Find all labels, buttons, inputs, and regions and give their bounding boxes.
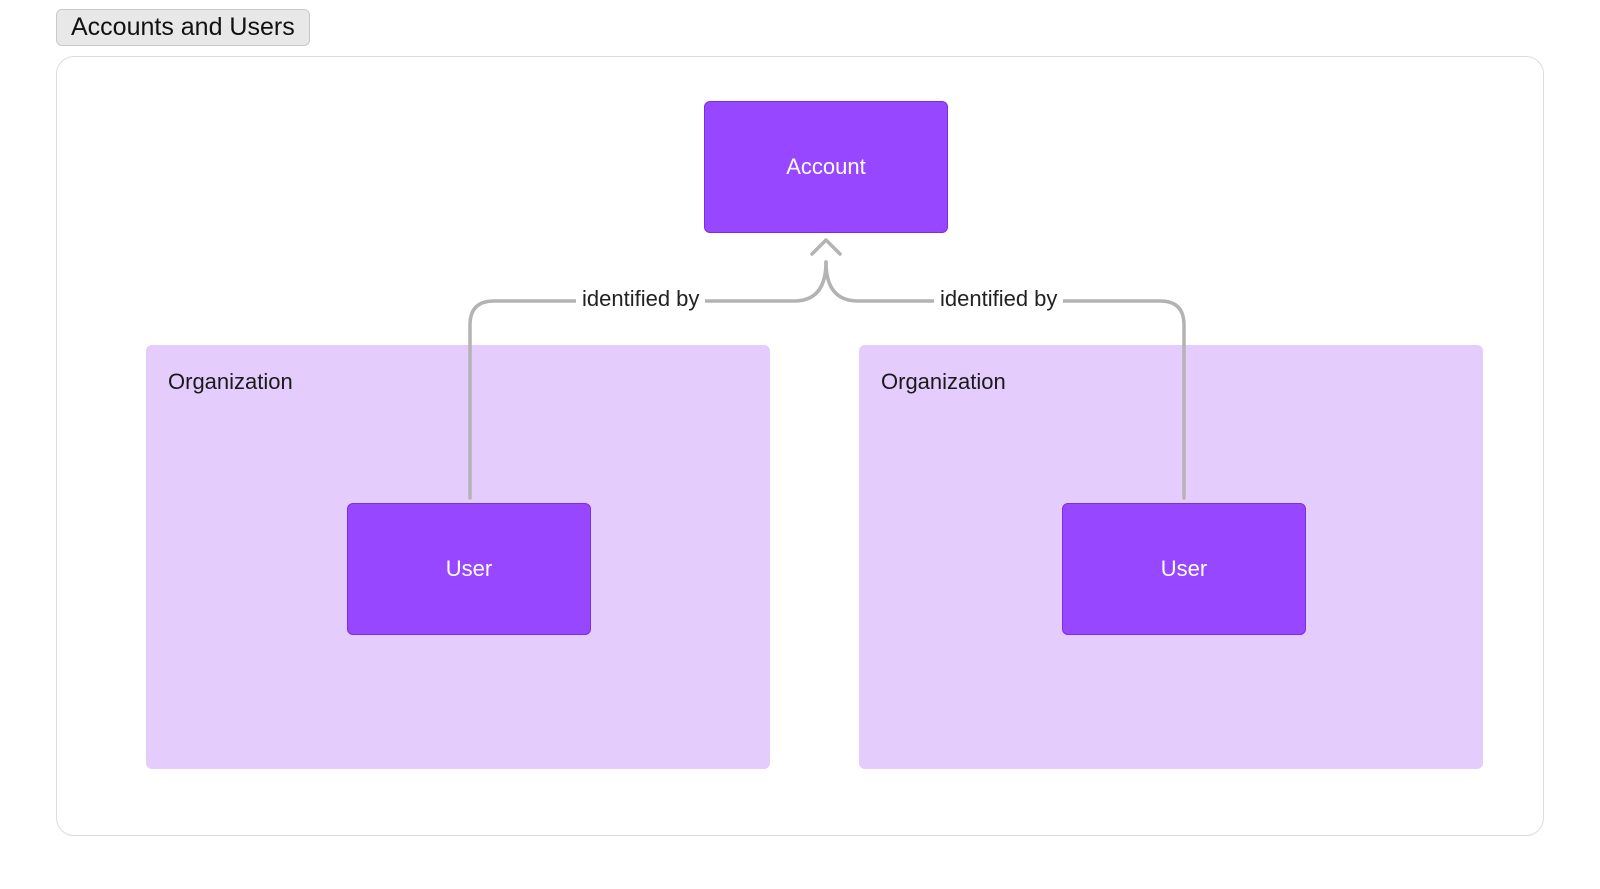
organization-label-left: Organization bbox=[168, 369, 293, 394]
organization-label-right: Organization bbox=[881, 369, 1006, 394]
account-node[interactable]: Account bbox=[704, 101, 948, 233]
edge-label-left: identified by bbox=[576, 286, 706, 312]
page-title: Accounts and Users bbox=[56, 9, 310, 46]
edge-label-right: identified by bbox=[934, 286, 1064, 312]
user-node-right[interactable]: User bbox=[1062, 503, 1306, 635]
user-node-left[interactable]: User bbox=[347, 503, 591, 635]
